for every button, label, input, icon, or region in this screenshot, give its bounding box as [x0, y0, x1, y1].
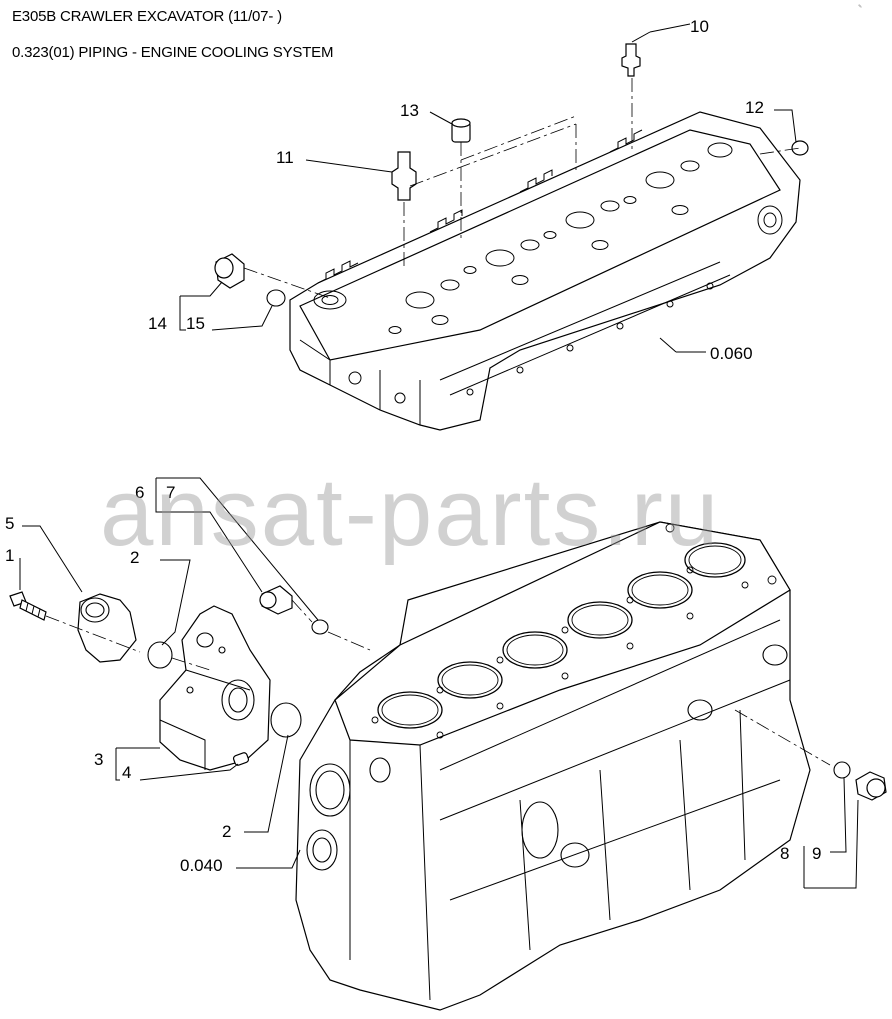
callout-12: 12	[745, 98, 764, 117]
engine-block	[295, 521, 811, 1011]
callout-4: 4	[122, 763, 131, 782]
cylinder-head	[289, 111, 801, 431]
corner-mark: ✎	[858, 4, 863, 10]
part-5-outlet	[77, 593, 137, 663]
part-4-pin	[232, 752, 250, 766]
part-9-plug	[855, 771, 887, 801]
part-8-o-ring	[833, 761, 851, 779]
callout-13: 13	[400, 101, 419, 120]
part-11-fitting	[391, 151, 417, 201]
callout-ref-0-040: 0.040	[180, 856, 223, 875]
page-title: E305B CRAWLER EXCAVATOR (11/07- )	[12, 8, 282, 25]
part-10-fitting	[621, 43, 641, 77]
callout-11: 11	[276, 148, 294, 167]
callout-3: 3	[94, 750, 103, 769]
part-2-o-ring-lower	[270, 702, 302, 738]
callout-6: 6	[135, 483, 144, 502]
part-7-o-ring	[311, 619, 329, 635]
callout-14: 14	[148, 314, 167, 333]
part-14-plug	[214, 253, 245, 289]
callout-2-lower: 2	[222, 822, 231, 841]
callout-1: 1	[5, 546, 14, 565]
callout-9: 9	[812, 844, 821, 863]
callout-ref-0-060: 0.060	[710, 344, 753, 363]
part-13-plug	[451, 118, 471, 143]
part-2-o-ring-upper	[147, 641, 173, 669]
page-subtitle: 0.323(01) PIPING - ENGINE COOLING SYSTEM	[12, 44, 334, 61]
callout-leaders	[19, 23, 859, 889]
callout-5: 5	[5, 514, 14, 533]
part-3-water-pump	[159, 605, 271, 771]
callout-2-upper: 2	[130, 548, 139, 567]
callout-7: 7	[166, 483, 175, 502]
part-12-plug	[791, 140, 809, 156]
callout-15: 15	[186, 314, 205, 333]
callout-8: 8	[780, 844, 789, 863]
part-1-bolt	[9, 591, 47, 621]
part-15-o-ring	[266, 289, 286, 307]
callout-10: 10	[690, 17, 709, 36]
part-6-plug	[259, 585, 293, 615]
